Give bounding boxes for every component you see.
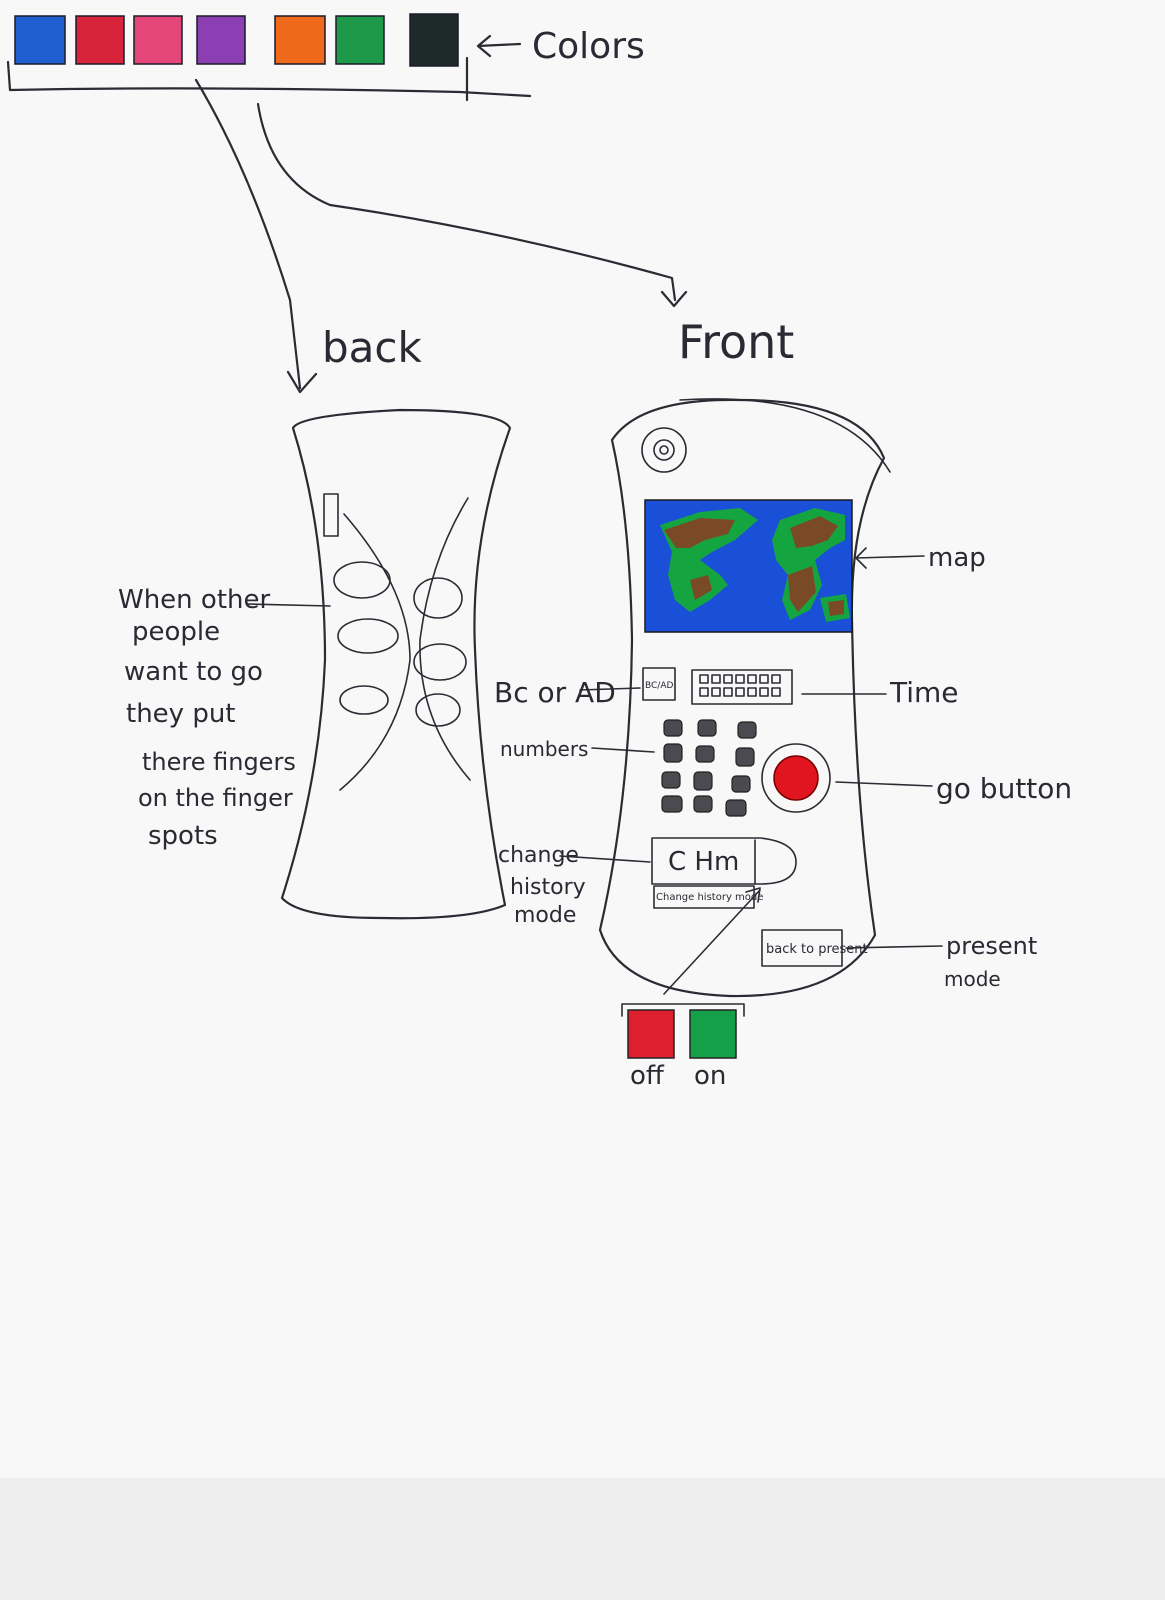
finger-spot — [339, 685, 389, 715]
on-switch[interactable] — [689, 1009, 737, 1059]
keypad-key[interactable] — [693, 795, 713, 813]
keypad-key[interactable] — [693, 771, 713, 791]
keypad-key[interactable] — [737, 721, 757, 739]
front-view: Front BC/AD — [494, 315, 1072, 998]
pink-swatch — [133, 15, 183, 65]
green-swatch — [335, 15, 385, 65]
chm-callout-line: history — [510, 875, 586, 900]
back-view: back When other people want to go they p… — [118, 323, 512, 920]
chm-button-label: C Hm — [668, 847, 739, 877]
back-note-line: on the finger — [138, 784, 293, 812]
colors-arrow — [476, 34, 522, 58]
keypad-key[interactable] — [725, 799, 747, 817]
orange-swatch — [274, 15, 326, 65]
purple-swatch — [196, 15, 246, 65]
keypad-key[interactable] — [697, 719, 717, 737]
chm-callout-line: mode — [514, 903, 576, 928]
keypad-key[interactable] — [695, 745, 715, 763]
blue-swatch — [14, 15, 66, 65]
keypad-key[interactable] — [663, 743, 683, 763]
chm-callout-line: change — [498, 843, 579, 868]
keypad-key[interactable] — [735, 747, 755, 767]
map-callout: map — [928, 543, 986, 573]
arrow-to-front — [256, 102, 688, 308]
time-callout: Time — [889, 676, 959, 709]
red-swatch — [75, 15, 125, 65]
front-body — [598, 398, 886, 998]
back-note-line: they put — [126, 699, 236, 729]
present-mode-callout-line: present — [946, 932, 1037, 960]
numbers-callout: numbers — [500, 737, 588, 761]
front-title: Front — [678, 315, 794, 369]
scan-bottom-margin — [0, 1478, 1165, 1600]
colors-label: Colors — [532, 26, 645, 67]
palette-bracket — [6, 60, 532, 98]
bc-ad-callout: Bc or AD — [494, 676, 616, 709]
bc-ad-button-label: BC/AD — [645, 681, 673, 691]
go-button-callout: go button — [936, 772, 1072, 805]
go-button[interactable] — [773, 755, 819, 801]
black-swatch — [409, 13, 459, 67]
back-note-line: spots — [148, 821, 218, 851]
bc-ad-button[interactable] — [642, 667, 676, 701]
go-button-ring — [761, 743, 831, 813]
time-display — [691, 669, 793, 705]
finger-spot — [333, 561, 391, 599]
back-slot — [323, 493, 339, 537]
on-label: on — [694, 1061, 726, 1091]
finger-spot — [337, 618, 399, 654]
chm-caption: Change history mode — [656, 892, 763, 903]
back-note-line: want to go — [124, 657, 263, 687]
finger-spot — [415, 693, 461, 727]
back-title: back — [322, 323, 422, 372]
finger-spot — [413, 643, 467, 681]
off-label: off — [630, 1061, 665, 1091]
back-note-line: there fingers — [142, 748, 296, 776]
power-toggle: off on — [621, 1003, 745, 1091]
world-map-screen — [644, 499, 853, 633]
number-keypad — [661, 719, 757, 817]
chm-button[interactable] — [651, 837, 797, 885]
back-note-line: people — [132, 617, 220, 647]
keypad-key[interactable] — [661, 771, 681, 789]
arrow-to-back — [194, 78, 318, 394]
off-switch[interactable] — [627, 1009, 675, 1059]
back-note-line: When other — [118, 585, 271, 615]
back-to-present-button[interactable] — [761, 929, 843, 967]
back-to-present-label: back to present — [766, 942, 868, 957]
back-body — [280, 408, 512, 920]
color-palette: Colors — [6, 13, 645, 102]
back-note: When other people want to go they put th… — [118, 585, 296, 851]
finger-spot — [413, 577, 463, 619]
keypad-key[interactable] — [731, 775, 751, 793]
lens-icon — [641, 427, 687, 473]
present-mode-callout-line: mode — [944, 967, 1001, 991]
keypad-key[interactable] — [663, 719, 683, 737]
keypad-key[interactable] — [661, 795, 683, 813]
